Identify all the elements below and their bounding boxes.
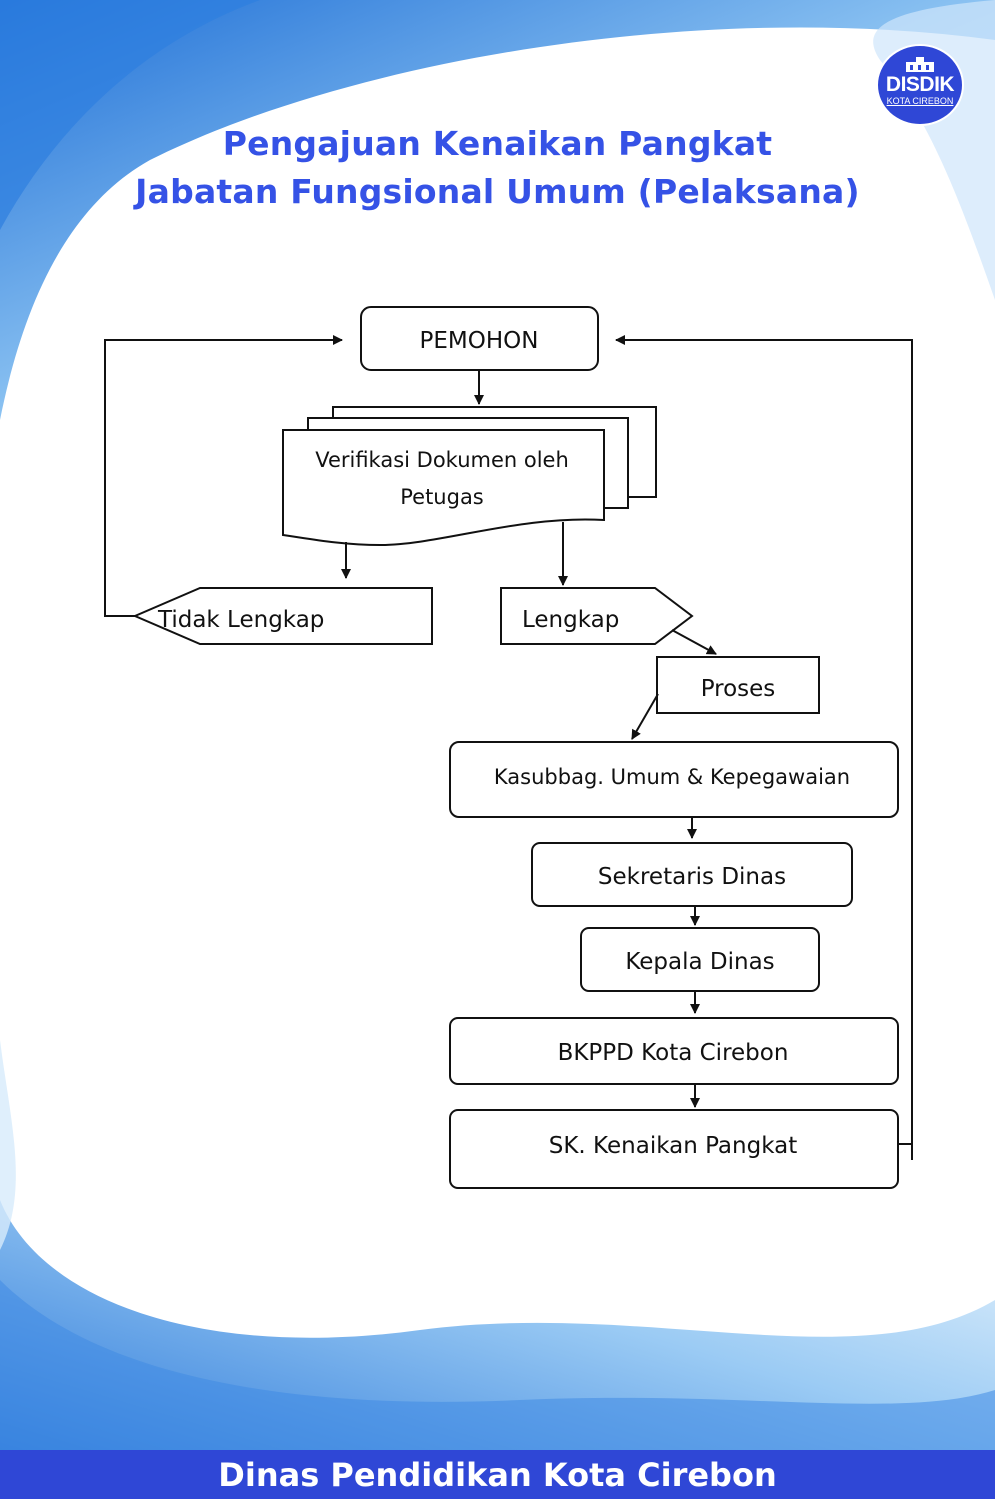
- arrow-proses-to-kasubbag: [631, 693, 659, 740]
- arrow-sk-back-to-pemohon: [615, 335, 913, 1160]
- sk-label: SK. Kenaikan Pangkat: [549, 1133, 798, 1159]
- proses-label: Proses: [701, 676, 776, 702]
- verifikasi-label-line1: Verifikasi Dokumen oleh: [315, 448, 569, 472]
- tidak-lengkap-label: Tidak Lengkap: [157, 607, 324, 633]
- kepala-label: Kepala Dinas: [625, 949, 774, 975]
- logo-subtitle: KOTA CIREBON: [886, 96, 954, 106]
- kepala-box: [580, 927, 820, 992]
- page-title-line1: Pengajuan Kenaikan Pangkat: [222, 124, 773, 163]
- footer-bar: [0, 1450, 995, 1499]
- arrow-tidak-back-to-pemohon: [104, 335, 343, 617]
- tidak-lengkap-shape: [132, 587, 433, 645]
- pemohon-label: PEMOHON: [420, 328, 539, 354]
- bkppd-box: [449, 1017, 899, 1085]
- verifikasi-label-line2: Petugas: [400, 485, 484, 509]
- arrow-lengkap-to-proses: [671, 629, 717, 655]
- logo-name: DISDIK: [885, 73, 955, 96]
- kasubbag-label: Kasubbag. Umum & Kepegawaian: [494, 765, 850, 789]
- page-title-line2: Jabatan Fungsional Umum (Pelaksana): [135, 172, 860, 211]
- sk-box: [449, 1109, 899, 1189]
- bkppd-label: BKPPD Kota Cirebon: [558, 1040, 789, 1066]
- footer-text: Dinas Pendidikan Kota Cirebon: [218, 1456, 777, 1494]
- sekretaris-label: Sekretaris Dinas: [598, 864, 786, 890]
- sekretaris-box: [531, 842, 853, 907]
- verifikasi-document: [282, 429, 605, 547]
- disdik-logo: DISDIK KOTA CIREBON: [876, 44, 966, 126]
- lengkap-label: Lengkap: [522, 607, 619, 633]
- proses-box: [656, 656, 820, 714]
- kasubbag-box: [449, 741, 899, 818]
- building-icon: [906, 57, 934, 72]
